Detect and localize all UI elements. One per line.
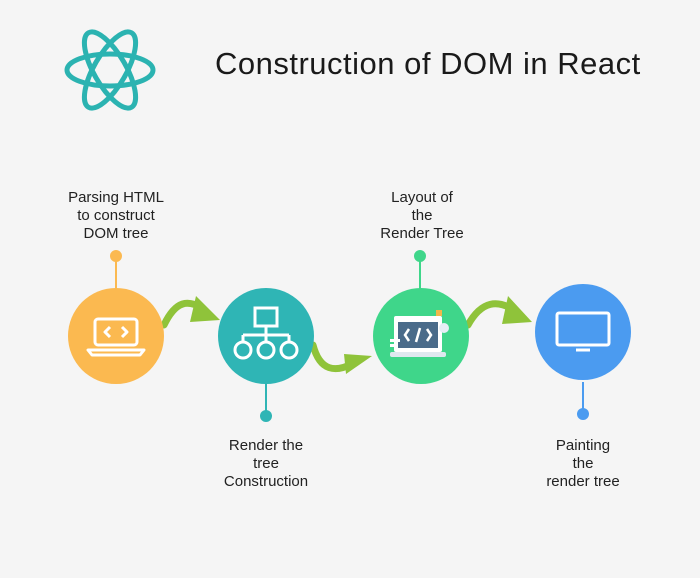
monitor-icon bbox=[555, 311, 611, 352]
arrowhead-2-3 bbox=[344, 354, 372, 374]
step-1-circle bbox=[68, 288, 164, 384]
hierarchy-icon bbox=[233, 306, 299, 360]
step-3-label: Layout of the Render Tree bbox=[380, 189, 464, 242]
page-title: Construction of DOM in React bbox=[215, 46, 641, 81]
step-4-circle bbox=[535, 284, 631, 380]
code-window-icon bbox=[390, 310, 449, 357]
step-1-label: Parsing HTML to construct DOM tree bbox=[68, 189, 164, 242]
arrowhead-3-4 bbox=[502, 296, 532, 324]
pin-step-1 bbox=[110, 250, 122, 262]
laptop-code-icon bbox=[86, 317, 146, 357]
arrowhead-1-2 bbox=[190, 296, 220, 322]
pin-step-3 bbox=[414, 250, 426, 262]
step-4-label: Painting the render tree bbox=[546, 437, 620, 490]
pin-step-4 bbox=[577, 408, 589, 420]
pin-step-2 bbox=[260, 410, 272, 422]
step-2-circle bbox=[218, 288, 314, 384]
react-atom-logo bbox=[64, 29, 156, 111]
step-3-circle bbox=[373, 288, 469, 384]
step-2-label: Render the tree Construction bbox=[223, 437, 309, 490]
